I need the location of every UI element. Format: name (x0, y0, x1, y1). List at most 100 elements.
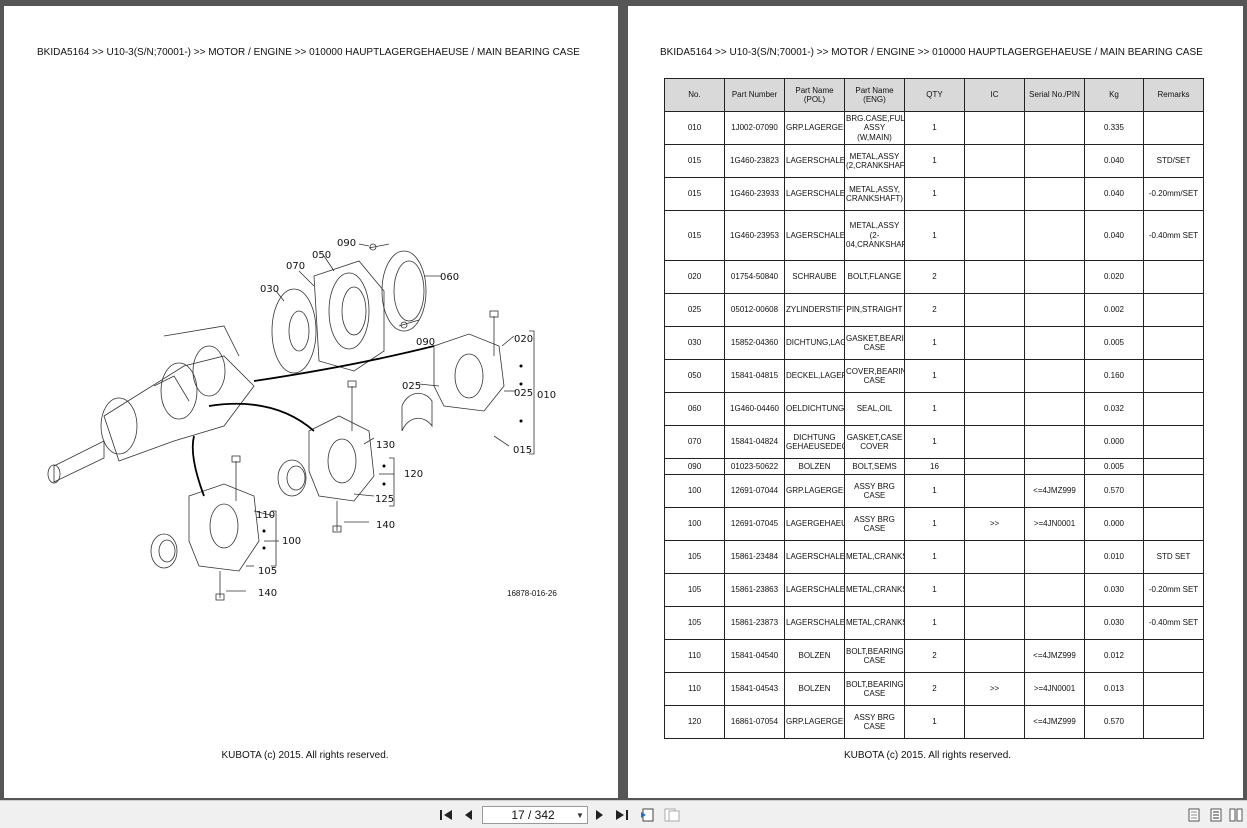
table-cell (964, 540, 1025, 574)
table-cell: METAL,ASSY (2,CRANKSHAFT) (844, 144, 905, 178)
table-cell: 090 (664, 458, 725, 475)
next-page-icon[interactable] (592, 807, 608, 823)
single-page-view-icon[interactable] (1186, 807, 1202, 823)
table-cell: GRP.LAGERGEHAEUSE (784, 111, 845, 145)
table-cell: STD SET (1143, 540, 1204, 574)
table-cell: METAL,CRANKSHAFT (844, 606, 905, 640)
table-cell: 0.002 (1084, 293, 1144, 327)
viewer-toolbar: 17 / 342 ▼ (0, 800, 1247, 828)
table-cell: 16 (904, 458, 965, 475)
table-cell: >=4JN0001 (1024, 507, 1085, 541)
table-cell: METAL,ASSY, CRANKSHAFT) (844, 177, 905, 211)
page-footer: KUBOTA (c) 2015. All rights reserved. (221, 750, 389, 761)
callout-090-mid: 090 (416, 337, 435, 348)
table-cell: GRP.LAGERGEHAEUSE (784, 474, 845, 508)
table-cell: 1 (904, 210, 965, 261)
table-cell: 12691-07045 (724, 507, 785, 541)
table-cell: 0.000 (1084, 425, 1144, 459)
table-cell: 100 (664, 507, 725, 541)
page-footer: KUBOTA (c) 2015. All rights reserved. (843, 750, 1012, 761)
page-number-dropdown[interactable]: 17 / 342 ▼ (482, 806, 588, 824)
table-cell: 1 (904, 474, 965, 508)
first-page-icon[interactable] (438, 807, 454, 823)
table-row: 10515861-23484LAGERSCHALEMETAL,CRANKSHAF… (664, 540, 1204, 574)
page-indicator: 17 / 342 (511, 808, 555, 822)
table-cell: >> (964, 672, 1025, 706)
table-cell: 070 (664, 425, 725, 459)
table-cell (1143, 260, 1204, 294)
column-header: Serial No./PIN (1024, 78, 1085, 112)
page-right: BKIDA5164 >> U10-3(S/N;70001-) >> MOTOR … (628, 6, 1243, 798)
table-cell: >=4JN0001 (1024, 672, 1085, 706)
callout-025-right: 025 (514, 388, 533, 399)
table-cell: METAL,ASSY (2-04,CRANKSHAFT) (844, 210, 905, 261)
table-cell: 15841-04824 (724, 425, 785, 459)
table-cell: 0.030 (1084, 573, 1144, 607)
table-cell: 0.005 (1084, 326, 1144, 360)
table-cell (1143, 293, 1204, 327)
table-cell: 01023-50622 (724, 458, 785, 475)
table-cell: 0.032 (1084, 392, 1144, 426)
table-cell (1143, 326, 1204, 360)
column-header: QTY (904, 78, 965, 112)
table-cell (964, 474, 1025, 508)
callout-015: 015 (513, 445, 532, 456)
table-cell: BRG.CASE,FULL ASSY (W,MAIN) (844, 111, 905, 145)
table-cell: 16861-07054 (724, 705, 785, 739)
table-cell: BOLT,BEARING CASE (844, 639, 905, 673)
table-cell (1024, 144, 1085, 178)
table-cell: 060 (664, 392, 725, 426)
table-cell (1024, 293, 1085, 327)
table-cell: 015 (664, 210, 725, 261)
prev-page-icon[interactable] (460, 807, 476, 823)
table-cell: 0.000 (1084, 507, 1144, 541)
previous-view-icon[interactable] (640, 807, 656, 823)
table-cell: 15861-23863 (724, 573, 785, 607)
column-header: Kg (1084, 78, 1144, 112)
table-cell: BOLT,BEARING CASE (844, 672, 905, 706)
callout-060: 060 (440, 272, 459, 283)
table-cell: 0.570 (1084, 705, 1144, 739)
table-cell: 015 (664, 177, 725, 211)
figure-code: 16878-016-26 (507, 589, 557, 598)
table-cell: LAGERSCHALE (784, 144, 845, 178)
table-cell: 2 (904, 260, 965, 294)
callout-140-low: 140 (258, 588, 277, 599)
chevron-down-icon: ▼ (576, 810, 584, 820)
table-cell (964, 705, 1025, 739)
table-cell: 1 (904, 606, 965, 640)
table-row: 03015852-04360DICHTUNG,LAGERGASKET,BEARI… (664, 326, 1204, 360)
table-cell (964, 639, 1025, 673)
two-page-view-icon[interactable] (1208, 807, 1224, 823)
table-cell: 020 (664, 260, 725, 294)
table-cell: 110 (664, 672, 725, 706)
table-cell: METAL,CRANKSHAFT (844, 573, 905, 607)
table-cell (964, 144, 1025, 178)
next-view-icon[interactable] (664, 807, 680, 823)
table-cell (964, 606, 1025, 640)
last-page-icon[interactable] (614, 807, 630, 823)
table-cell: BOLT,FLANGE (844, 260, 905, 294)
table-cell (1024, 606, 1085, 640)
column-header: No. (664, 78, 725, 112)
table-cell: ASSY BRG CASE (844, 474, 905, 508)
table-cell: 0.040 (1084, 177, 1144, 211)
table-cell: BOLZEN (784, 639, 845, 673)
facing-pages-icon[interactable] (1228, 807, 1244, 823)
table-cell: 1G460-04460 (724, 392, 785, 426)
table-cell: 15841-04540 (724, 639, 785, 673)
callout-050: 050 (312, 250, 331, 261)
table-cell (1143, 705, 1204, 739)
table-cell: DECKEL,LAGERKASTEN (784, 359, 845, 393)
table-cell: -0.40mm SET (1143, 606, 1204, 640)
table-cell: COVER,BEARING CASE (844, 359, 905, 393)
callout-030: 030 (260, 284, 279, 295)
callout-125: 125 (375, 494, 394, 505)
table-cell (964, 326, 1025, 360)
table-row: 0101J002-07090GRP.LAGERGEHAEUSEBRG.CASE,… (664, 111, 1204, 145)
